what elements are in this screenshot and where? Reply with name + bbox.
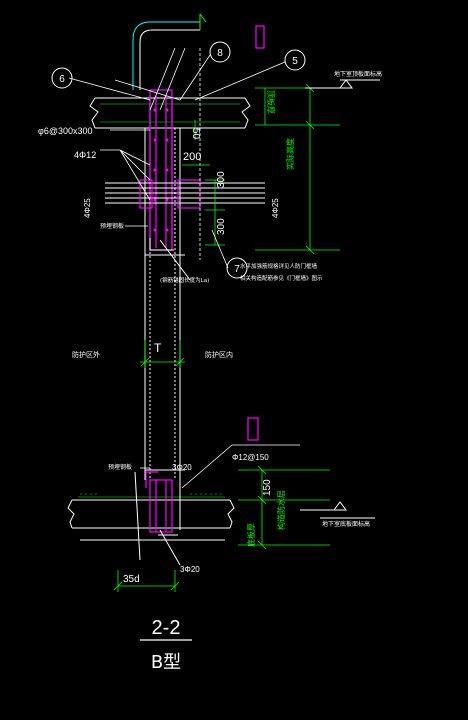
- svg-text:5: 5: [292, 56, 298, 67]
- bottom-structure: [134, 469, 185, 566]
- top-slab-hatch: [100, 103, 240, 123]
- label-3-20-bottom: 3Φ20: [180, 565, 200, 574]
- label-stirrup: Φ12@150: [232, 453, 269, 462]
- stirrup-leader: [140, 444, 300, 489]
- label-embedded-top: 预埋钢板: [100, 222, 124, 230]
- marker-5: 5: [284, 49, 306, 71]
- label-note7-2: 相关构造配筋参见《门框墙》图示: [240, 274, 323, 282]
- title-type: B型: [151, 652, 181, 673]
- marker-7: 7: [226, 257, 248, 279]
- top-region-bottom: [145, 238, 191, 281]
- top-level-mark: [305, 79, 380, 89]
- mid-dim-T: [140, 340, 185, 368]
- label-dim-T: T: [154, 341, 162, 355]
- bottom-level-mark: [300, 501, 375, 519]
- label-4-25-right: 4Φ25: [271, 198, 280, 218]
- rebar-cage-top: [149, 89, 173, 251]
- label-dim-200: 200: [183, 151, 201, 163]
- left-leaders: [100, 129, 151, 227]
- svg-text:7: 7: [234, 264, 240, 275]
- svg-text:6: 6: [59, 74, 65, 85]
- label-3-20-top: 3Φ20: [172, 463, 192, 472]
- marker-8: 8: [209, 41, 231, 63]
- wall: [144, 128, 181, 480]
- dims-mid: [182, 120, 225, 246]
- label-dim-300a: 300: [216, 171, 227, 188]
- label-bottom-slab: 地下室底板面标高: [322, 520, 370, 528]
- title-section: 2-2: [152, 617, 181, 639]
- top-diagonals: [114, 47, 186, 111]
- label-anchor: φ6@300x300: [38, 126, 93, 136]
- label-embedded-bottom: 预埋钢板: [108, 463, 132, 471]
- dim-35d: [113, 570, 180, 592]
- section-mark-top: [255, 25, 265, 49]
- marker-6: 6: [51, 67, 73, 89]
- label-left-side: 防护区外: [72, 350, 100, 359]
- label-note7-1: 水平加强筋规格详见人防门框墙: [240, 262, 318, 270]
- marker-leaders: [68, 54, 286, 269]
- label-dim-50: 50: [190, 128, 201, 140]
- label-top-plate-thk: 顶板厚: [266, 90, 276, 114]
- bottom-slab-hatch: [78, 493, 225, 498]
- section-mark-bottom: [247, 417, 259, 441]
- label-waterproof: 构造防水层: [276, 490, 286, 530]
- bottom-slab: [67, 499, 235, 541]
- label-top-slab: 地下室顶板面标高: [334, 70, 382, 78]
- label-dim-150: 150: [262, 479, 273, 496]
- label-actual-height: 实际高度: [285, 138, 295, 170]
- label-4-25-left: 4Φ25: [83, 198, 92, 218]
- label-right-side: 防护区内: [205, 350, 233, 359]
- label-4-12: 4Φ12: [74, 150, 96, 160]
- label-35d: 35d: [123, 574, 140, 585]
- label-dim-300b: 300: [216, 218, 227, 235]
- label-note-rebar: (钢筋锚固长度为La): [160, 276, 209, 284]
- bottom-dims: [238, 465, 330, 550]
- bottom-rebar: [145, 471, 173, 533]
- top-slab: [89, 97, 251, 129]
- top-hook-rebar: [132, 13, 207, 90]
- svg-text:8: 8: [217, 48, 223, 59]
- rebar-dots: [153, 108, 169, 232]
- mid-rebar-box: [139, 179, 201, 209]
- mid-band: [105, 182, 265, 204]
- label-bottom-plate-thk: 底板厚: [246, 523, 256, 547]
